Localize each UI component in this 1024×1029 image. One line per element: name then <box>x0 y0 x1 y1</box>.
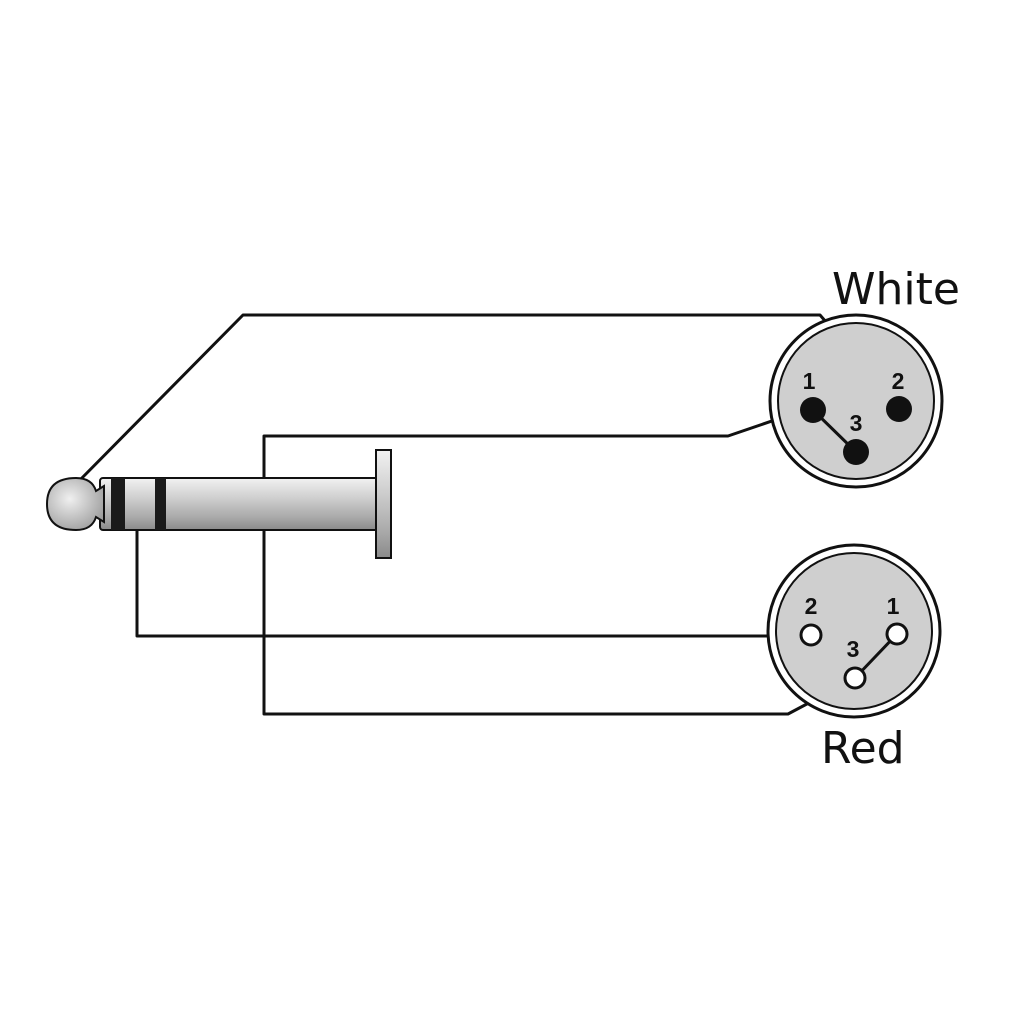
xlr-red-pin-3-label: 3 <box>847 636 860 662</box>
xlr-red-pin-1 <box>885 622 909 646</box>
xlr-white-pin-2-label: 2 <box>892 368 905 394</box>
xlr-white-pin-3-label: 3 <box>850 410 863 436</box>
xlr-connector-red: 1 2 3 <box>766 543 942 719</box>
xlr-white-pin-1 <box>800 397 826 423</box>
plug-tip <box>45 476 105 532</box>
xlr-connector-white: 1 2 3 <box>768 313 944 489</box>
xlr-red-pin-2 <box>799 623 823 647</box>
xlr-white-pin-2 <box>886 396 912 422</box>
xlr-white-pin-1-label: 1 <box>803 368 816 394</box>
connector-label-red: Red <box>821 723 905 774</box>
wire-ring-to-red-pin2 <box>135 530 808 638</box>
connector-label-white: White <box>832 264 960 315</box>
xlr-red-pin-2-label: 2 <box>805 593 818 619</box>
xlr-red-pin-3 <box>843 666 867 690</box>
plug-ring-band-1 <box>111 478 125 530</box>
wire-sleeve-to-red-pin3 <box>262 530 853 716</box>
xlr-red-pin-1-label: 1 <box>887 593 900 619</box>
xlr-white-pin-3 <box>843 439 869 465</box>
trs-jack-plug <box>45 449 392 559</box>
plug-ring-band-2 <box>155 478 166 530</box>
plug-shaft <box>99 477 379 531</box>
xlr-white-face <box>777 322 935 480</box>
plug-collar <box>375 449 392 559</box>
xlr-red-face <box>775 552 933 710</box>
